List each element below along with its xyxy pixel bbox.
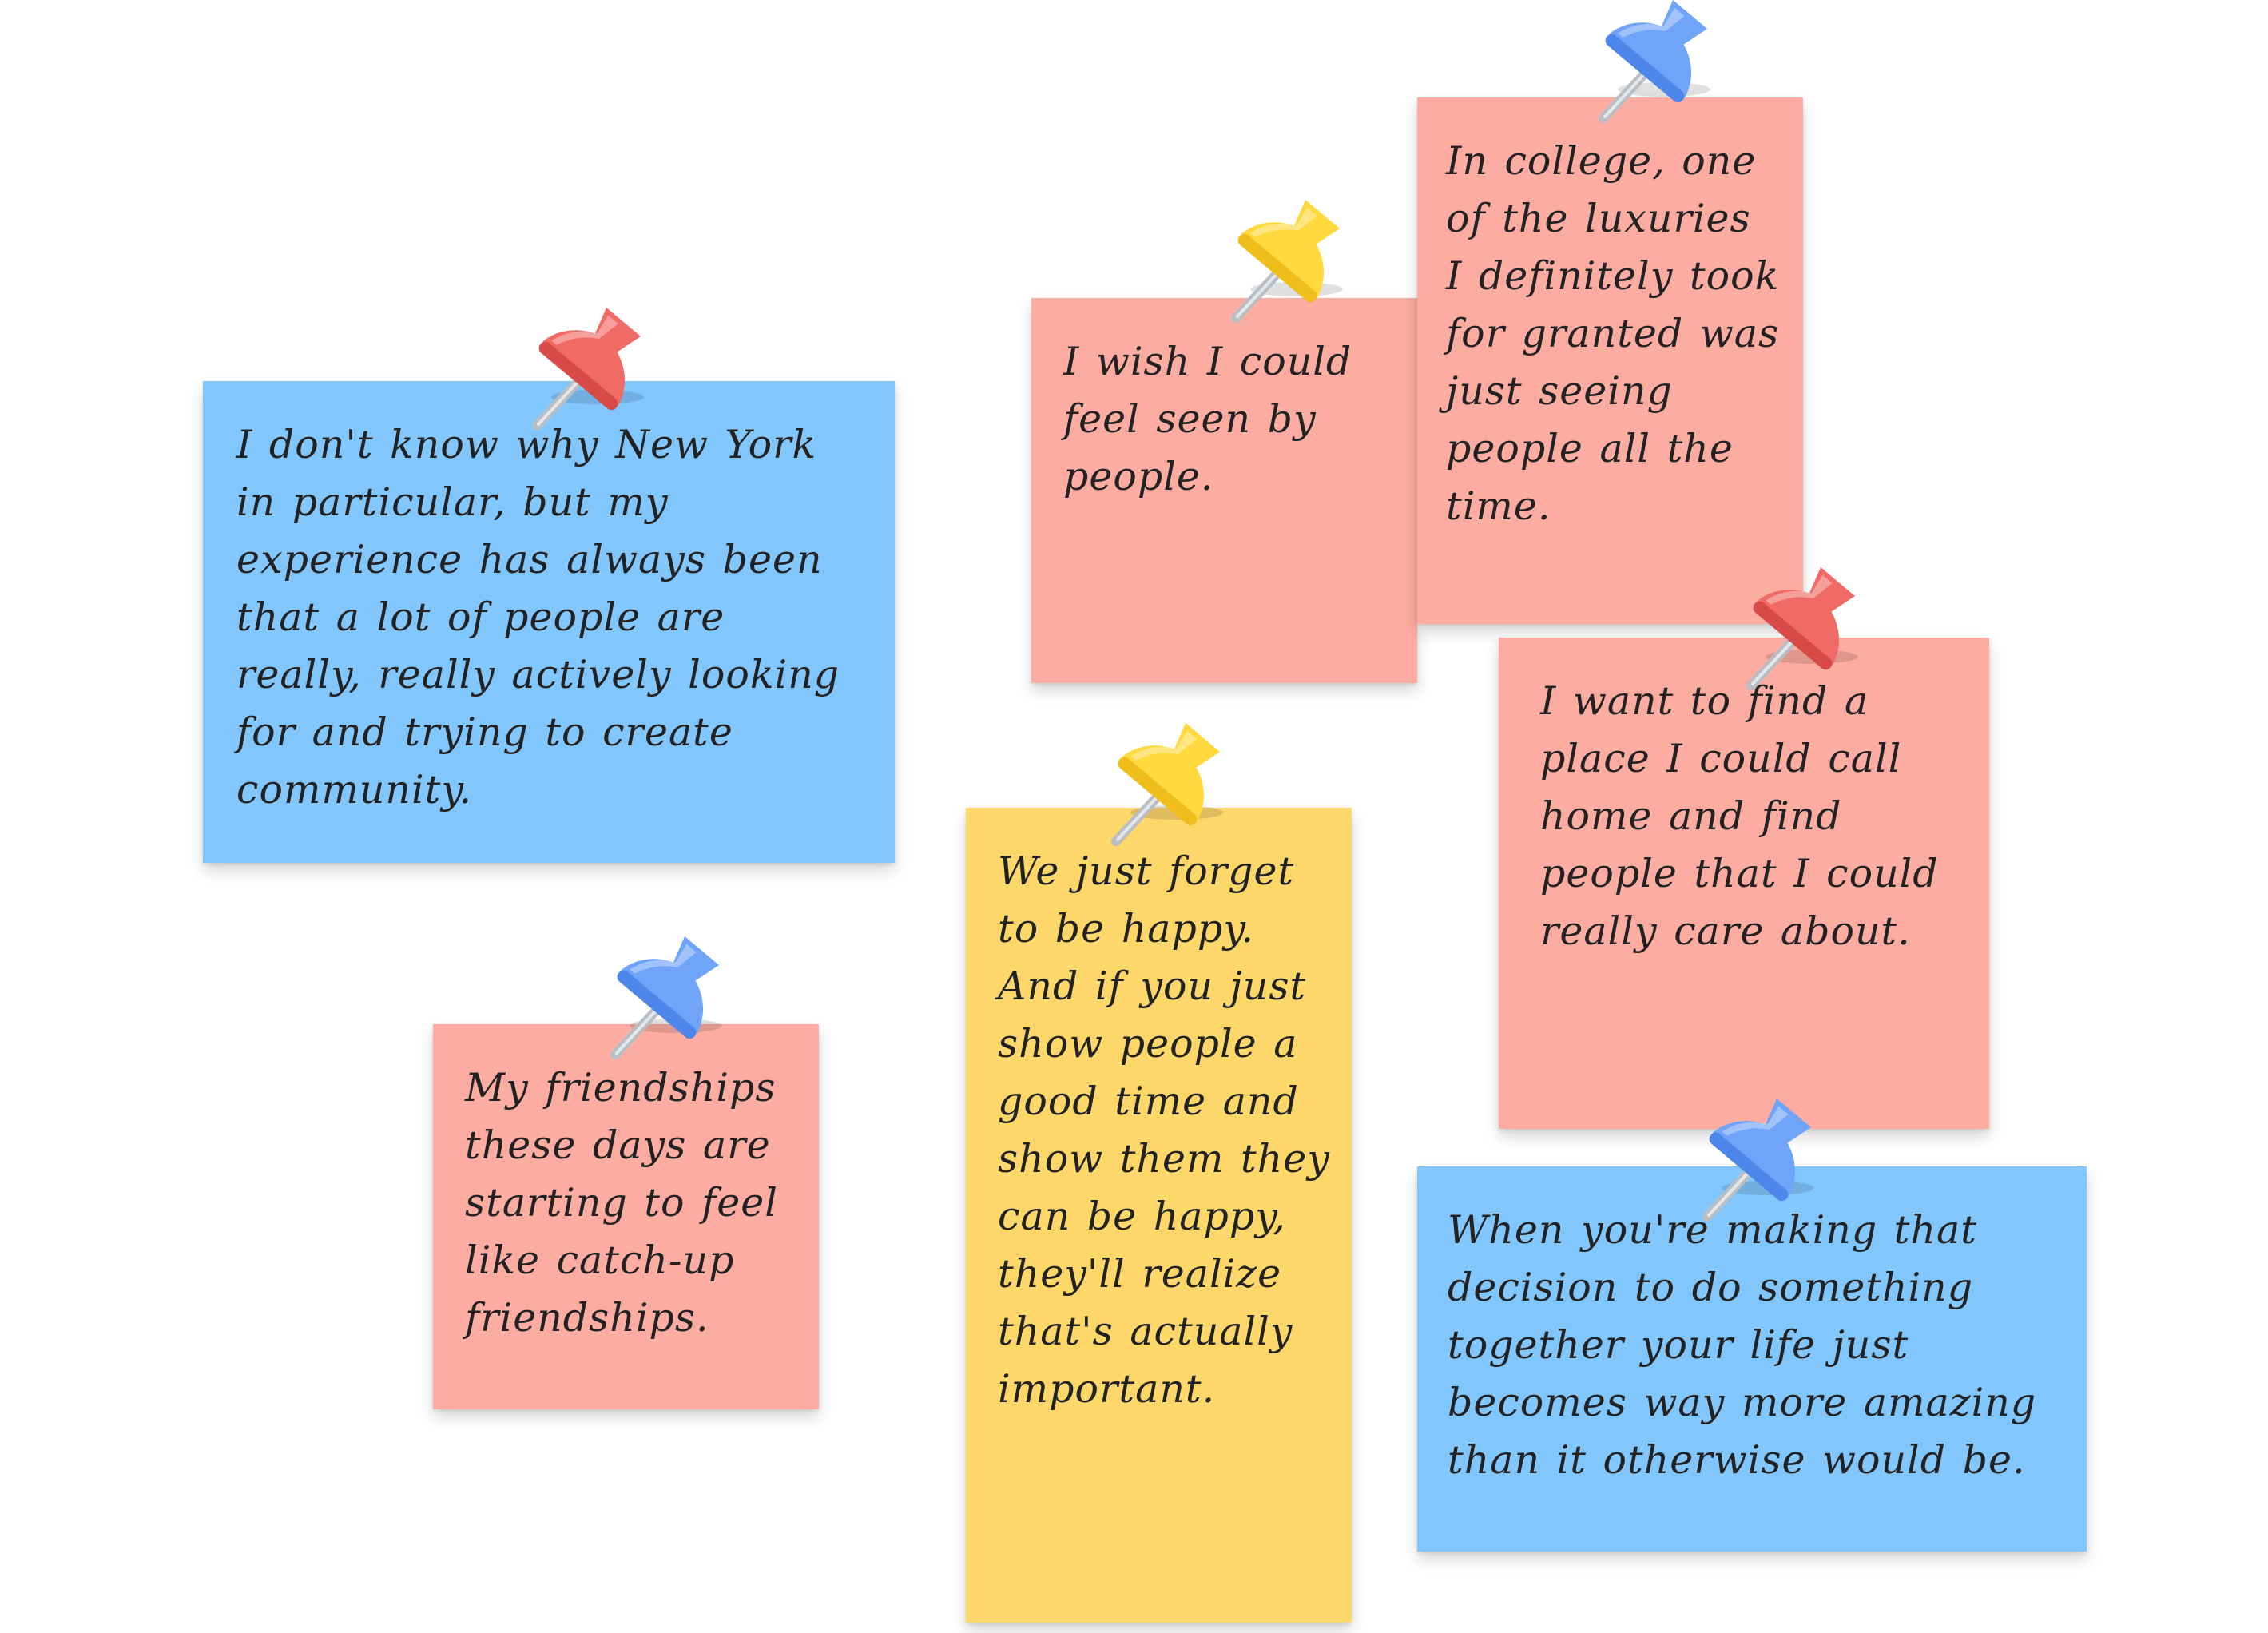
sticky-note-decision-together[interactable]: When you're making that decision to do s…	[1417, 1166, 2087, 1552]
sticky-note-new-york[interactable]: I don't know why New York in particular,…	[203, 381, 895, 863]
pushpin-icon	[1718, 551, 1877, 711]
note-text: We just forget to be happy. And if you j…	[998, 848, 1330, 1412]
pushpin-icon	[582, 920, 741, 1080]
pushpin-icon	[503, 292, 663, 451]
pushpin-icon	[1082, 707, 1242, 867]
pushpin-icon	[1202, 184, 1362, 344]
note-text: I don't know why New York in particular,…	[236, 422, 840, 813]
sticky-note-friendships[interactable]: My friendships these days are starting t…	[433, 1024, 819, 1409]
note-text: When you're making that decision to do s…	[1448, 1207, 2037, 1483]
note-text: In college, one of the luxuries I defini…	[1446, 138, 1780, 529]
note-text: My friendships these days are starting t…	[465, 1065, 778, 1341]
sticky-note-feel-seen[interactable]: I wish I could feel seen by people.	[1031, 298, 1417, 683]
note-text: I wish I could feel seen by people.	[1063, 339, 1352, 499]
note-text: I want to find a place I could call home…	[1540, 678, 1939, 954]
sticky-note-college[interactable]: In college, one of the luxuries I defini…	[1417, 97, 1803, 624]
pushpin-icon	[1570, 0, 1730, 144]
sticky-note-place-home[interactable]: I want to find a place I could call home…	[1499, 638, 1989, 1129]
pushpin-icon	[1674, 1083, 1833, 1242]
sticky-note-forget-happy[interactable]: We just forget to be happy. And if you j…	[966, 808, 1352, 1623]
